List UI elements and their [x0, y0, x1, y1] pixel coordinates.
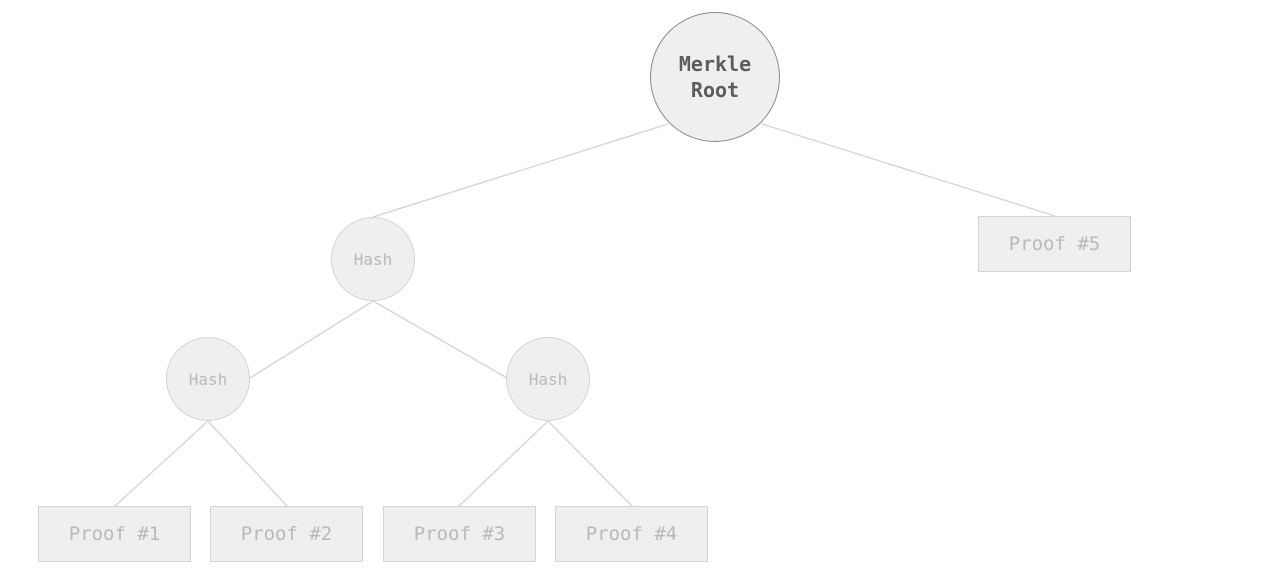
- edge-hash-top-hash-left: [249, 300, 374, 379]
- merkle-root-node: Merkle Root: [650, 12, 780, 142]
- hash-node-level-1: Hash: [331, 217, 415, 301]
- proof-leaf-3: Proof #3: [383, 506, 536, 562]
- proof-leaf-2: Proof #2: [210, 506, 363, 562]
- proof-leaf-1: Proof #1: [38, 506, 191, 562]
- edge-root-proof-5: [761, 123, 1056, 217]
- edge-hash-top-hash-right: [372, 300, 508, 379]
- hash-node-left: Hash: [166, 337, 250, 421]
- edge-hash-right-proof-3: [458, 420, 549, 507]
- edge-hash-right-proof-4: [547, 420, 633, 507]
- hash-node-right: Hash: [506, 337, 590, 421]
- edge-hash-left-proof-1: [114, 420, 209, 507]
- edge-root-hash-top: [372, 123, 669, 218]
- edge-hash-left-proof-2: [207, 420, 288, 507]
- proof-leaf-5: Proof #5: [978, 216, 1131, 272]
- proof-leaf-4: Proof #4: [555, 506, 708, 562]
